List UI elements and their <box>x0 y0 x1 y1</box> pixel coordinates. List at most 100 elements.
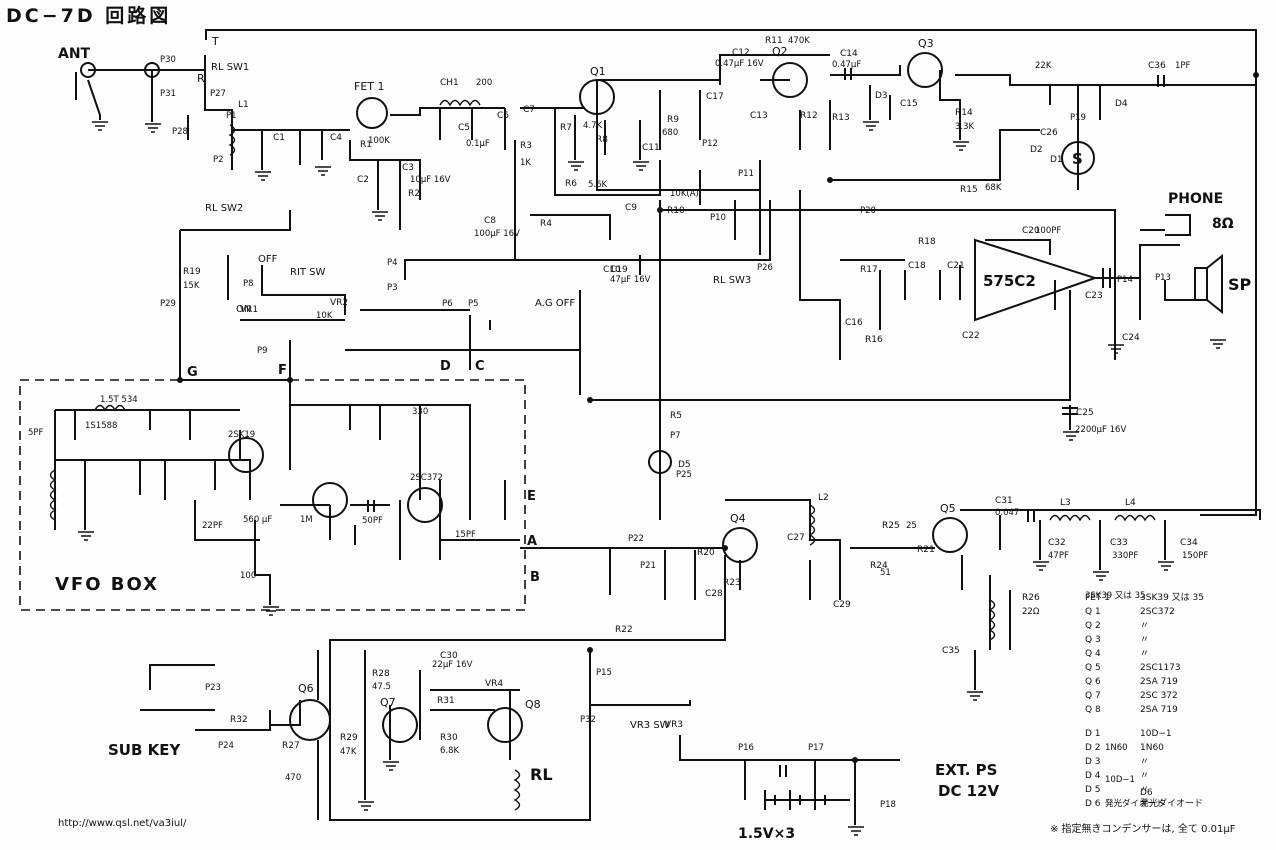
value: 6.8K <box>440 746 460 756</box>
parts-list-part: 〃 <box>1140 621 1149 631</box>
parts-list-part: 〃 <box>1140 635 1149 645</box>
q3-symbol <box>907 52 943 88</box>
value: 1S1588 <box>85 421 117 431</box>
parts-list-ref: Q 4 <box>1085 649 1101 659</box>
designator: R7 <box>560 123 572 133</box>
pin-label: P24 <box>218 741 234 751</box>
parts-list-part: 2SA 719 <box>1140 677 1178 687</box>
value: 47K <box>340 747 357 757</box>
designator: D2 <box>1030 145 1043 155</box>
l2-coil <box>808 504 816 546</box>
rfc-coil <box>988 599 996 641</box>
designator: C26 <box>1040 128 1058 138</box>
pin-label: P23 <box>205 683 221 693</box>
value: 4.7K <box>583 121 603 131</box>
value: 3SK39 又は 35 <box>1085 591 1145 601</box>
designator: R2 <box>408 189 420 199</box>
designator: C20 <box>1022 226 1040 236</box>
vfo-2sk19-symbol <box>228 437 264 473</box>
l4-coil <box>1114 514 1156 522</box>
value: 1PF <box>1175 61 1191 71</box>
designator: L1 <box>238 100 249 110</box>
designator: R22 <box>615 625 633 635</box>
value: 150PF <box>1182 551 1208 561</box>
value: 100PF <box>1035 226 1061 236</box>
designator: C27 <box>787 533 805 543</box>
value: 330 <box>412 407 428 417</box>
component-symbols <box>19 52 1259 836</box>
designator: D1 <box>1050 155 1063 165</box>
fet1-label: FET 1 <box>354 80 385 93</box>
designator: C34 <box>1180 538 1198 548</box>
parts-list-ref: D 6 <box>1085 799 1101 809</box>
parts-list-ref: Q 2 <box>1085 621 1101 631</box>
parts-list-part: 〃 <box>1140 771 1149 781</box>
value: 2SK19 <box>228 430 255 440</box>
relay-label: RL <box>530 765 553 784</box>
value: 1.5T 534 <box>100 395 138 405</box>
designator: C2 <box>357 175 369 185</box>
parts-list-ref: Q 5 <box>1085 663 1101 673</box>
value: 3.3K <box>955 122 975 132</box>
capacitor-symbols <box>367 68 1165 777</box>
pin-label: P12 <box>702 139 718 149</box>
rl-sw3-label: RL SW3 <box>713 275 751 286</box>
phone-label: PHONE <box>1168 191 1223 207</box>
designator: R1 <box>360 140 372 150</box>
p30-connector <box>144 62 160 78</box>
pin-label: P5 <box>468 299 479 309</box>
designator: R19 <box>183 267 201 277</box>
value: 5.6K <box>588 180 608 190</box>
designator: C4 <box>330 133 342 143</box>
pin-label: P10 <box>710 213 726 223</box>
q3-label: Q3 <box>918 37 934 50</box>
buffer-2sc372-symbol <box>407 487 443 523</box>
designator: VR3 <box>665 720 683 730</box>
pin-label: P16 <box>738 743 754 753</box>
pin-label: P7 <box>670 431 681 441</box>
pin-label: P17 <box>808 743 824 753</box>
designator: L3 <box>1060 498 1071 508</box>
designator: C7 <box>523 105 535 115</box>
designator: C16 <box>845 318 863 328</box>
rl-sw2-label: RL SW2 <box>205 203 243 214</box>
pin-label: P2 <box>213 155 224 165</box>
designator: R32 <box>230 715 248 725</box>
designator: D6 <box>1140 788 1153 798</box>
designator: C13 <box>750 111 768 121</box>
designator: C3 <box>402 163 414 173</box>
node-labels: G F D C E A B <box>187 359 540 585</box>
designator: R26 <box>1022 593 1040 603</box>
capacitor-note: ※ 指定無きコンデンサーは, 全て 0.01μF <box>1050 822 1236 835</box>
d5-led-symbol <box>648 450 672 474</box>
q4-symbol <box>722 527 758 563</box>
phone-ohm-label: 8Ω <box>1212 216 1234 232</box>
designator: R8 <box>596 135 608 145</box>
parts-list-ref: Q 1 <box>1085 607 1101 617</box>
parts-list-ref: Q 6 <box>1085 677 1101 687</box>
designator: C15 <box>900 99 918 109</box>
ext-ps-label: EXT. PS <box>935 761 997 779</box>
value: 2SC372 <box>410 473 443 483</box>
pin-label: P22 <box>628 534 644 544</box>
designator: C25 <box>1076 408 1094 418</box>
node-e: E <box>527 489 536 504</box>
t-label: T <box>211 35 219 48</box>
value: 470K <box>788 36 810 46</box>
pin-label: P26 <box>757 263 773 273</box>
value: 560 μF <box>243 515 272 525</box>
designator: R13 <box>832 113 850 123</box>
value: 50PF <box>362 516 383 526</box>
s-meter-symbol <box>1061 141 1095 175</box>
designator: D5 <box>678 460 691 470</box>
designator: C36 <box>1148 61 1166 71</box>
sub-key-label: SUB KEY <box>108 741 182 759</box>
value: 5PF <box>28 428 44 438</box>
vfo-box-outline <box>19 379 526 611</box>
designator: R27 <box>282 741 300 751</box>
value: 22Ω <box>1022 607 1040 617</box>
l3-coil <box>1049 514 1091 522</box>
pin-label: P20 <box>860 206 876 216</box>
agc-off-label: A.G OFF <box>535 298 575 309</box>
parts-list-ref: Q 3 <box>1085 635 1101 645</box>
